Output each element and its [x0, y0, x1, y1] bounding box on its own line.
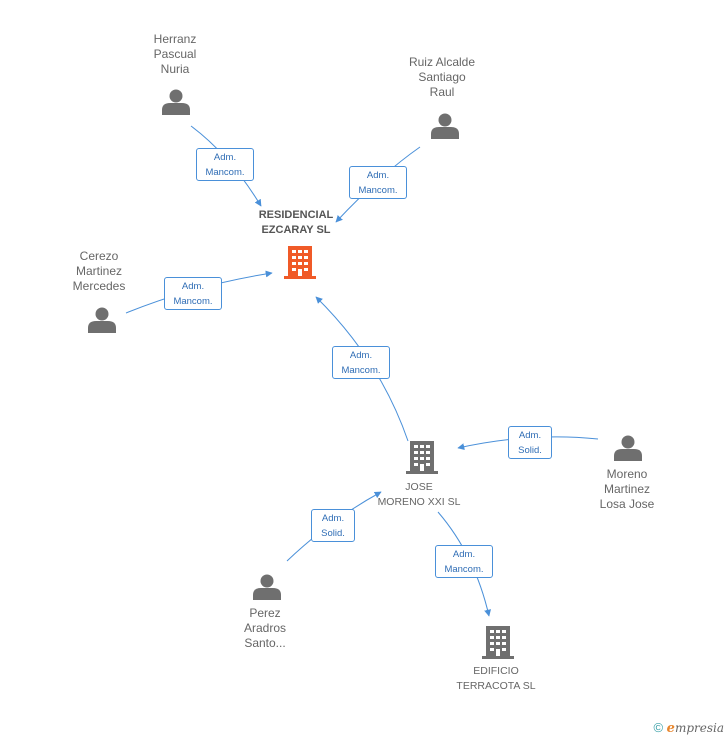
label-line: Losa Jose: [599, 497, 655, 511]
label-line: Raul: [429, 85, 455, 99]
label-line: Pascual: [153, 47, 197, 61]
person-icon: [431, 113, 459, 139]
edge-label-herranz-main[interactable]: Adm. Mancom.: [196, 148, 254, 181]
label-line: EZCARAY SL: [261, 224, 331, 236]
person-label-moreno[interactable]: Moreno Martinez Losa Jose: [567, 467, 687, 512]
brand-logo-initial: e: [666, 721, 675, 736]
person-label-cerezo[interactable]: Cerezo Martinez Mercedes: [39, 249, 159, 294]
label-line: Martinez: [603, 482, 650, 496]
edge-label-line: Adm.: [366, 170, 390, 181]
company-label-edificio-terracota[interactable]: EDIFICIO TERRACOTA SL: [436, 664, 556, 694]
edge-label-line: Mancom.: [341, 365, 381, 376]
edge-label-line: Mancom.: [205, 167, 245, 178]
edge-label-line: Adm.: [518, 430, 542, 441]
person-icon: [253, 574, 281, 600]
building-icon: [406, 441, 438, 474]
edge-label-perez-jose[interactable]: Adm. Solid.: [311, 509, 355, 542]
person-label-perez[interactable]: Perez Aradros Santo...: [205, 606, 325, 651]
label-line: Cerezo: [79, 249, 119, 263]
label-line: Herranz: [153, 32, 197, 46]
edge-label-moreno-jose[interactable]: Adm. Solid.: [508, 426, 552, 459]
person-icon: [614, 435, 642, 461]
edge-label-line: Adm.: [349, 350, 373, 361]
building-icon: [482, 626, 514, 659]
label-line: Perez: [249, 606, 281, 620]
company-label-residencial-ezcaray[interactable]: RESIDENCIAL EZCARAY SL: [236, 208, 356, 238]
edge-label-line: Solid.: [518, 445, 542, 456]
edge-label-jose-edificio[interactable]: Adm. Mancom.: [435, 545, 493, 578]
person-icon: [88, 307, 116, 333]
edge-label-cerezo-main[interactable]: Adm. Mancom.: [164, 277, 222, 310]
edge-label-line: Adm.: [213, 152, 237, 163]
label-line: Aradros: [243, 621, 287, 635]
edge-label-ruiz-main[interactable]: Adm. Mancom.: [349, 166, 407, 199]
edge-label-line: Adm.: [181, 281, 205, 292]
person-label-ruiz[interactable]: Ruiz Alcalde Santiago Raul: [382, 55, 502, 100]
label-line: Santo...: [244, 636, 286, 650]
label-line: JOSE: [405, 481, 433, 493]
label-line: Moreno: [606, 467, 648, 481]
label-line: MORENO XXI SL: [377, 496, 461, 508]
edge-label-line: Adm.: [452, 549, 476, 560]
edge-label-jose-main[interactable]: Adm. Mancom.: [332, 346, 390, 379]
edge-label-line: Adm.: [321, 513, 345, 524]
copyright-icon: ©: [653, 720, 664, 735]
label-line: TERRACOTA SL: [456, 680, 536, 692]
edge-label-line: Solid.: [321, 528, 345, 539]
label-line: Santiago: [418, 70, 466, 84]
edge-label-line: Mancom.: [444, 564, 484, 575]
building-icon: [284, 246, 316, 279]
label-line: EDIFICIO: [473, 665, 519, 677]
edge-label-line: Mancom.: [358, 185, 398, 196]
label-line: RESIDENCIAL: [258, 209, 334, 221]
edge-label-line: Mancom.: [173, 296, 213, 307]
label-line: Mercedes: [72, 279, 126, 293]
brand-footer: © empresia: [653, 720, 724, 736]
person-icon: [162, 89, 190, 115]
brand-logo-text: mpresia: [674, 721, 724, 735]
person-label-herranz[interactable]: Herranz Pascual Nuria: [115, 32, 235, 77]
label-line: Martinez: [75, 264, 122, 278]
label-line: Nuria: [160, 62, 190, 76]
label-line: Ruiz Alcalde: [408, 55, 476, 69]
company-label-jose-moreno[interactable]: JOSE MORENO XXI SL: [359, 480, 479, 510]
